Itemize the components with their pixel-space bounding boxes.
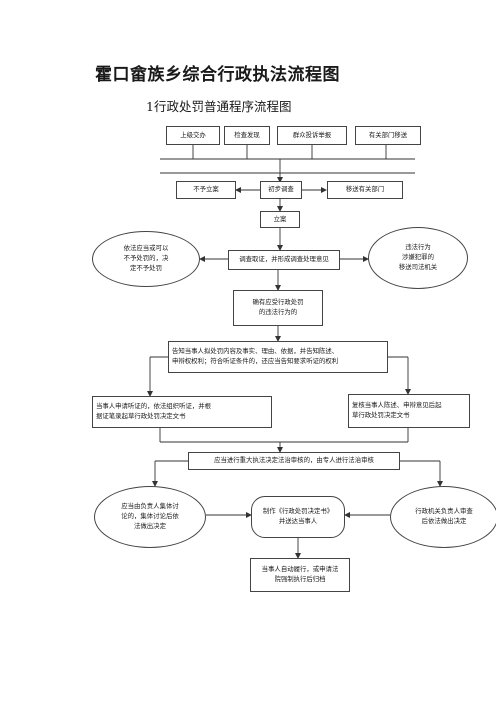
page-title: 霍口畲族乡综合行政执法流程图 xyxy=(95,65,340,85)
source-public-report: 群众投诉举报 xyxy=(277,126,347,145)
source-inspection: 检查发现 xyxy=(224,126,270,145)
transfer-dept-box: 移送有关部门 xyxy=(327,181,403,199)
make-decision-box: 制作《行政处罚决定书》 并送达当事人 xyxy=(251,496,345,538)
ellipse-collective-decision: 应当由负责人集体讨 论的，集体讨论后依 法做出决定 xyxy=(94,486,206,548)
preliminary-box: 初步调查 xyxy=(260,181,302,199)
confirm-violation-box: 确有应受行政处罚 的违法行为的 xyxy=(233,290,323,326)
review-box: 复核当事人陈述、申辩意见后起 草行政处罚决定文书 xyxy=(348,394,470,428)
notify-box: 告知当事人拟处罚内容及事实、理由、依据，并告知陈述、 申辩权权利；符合听证条件的… xyxy=(168,341,388,373)
ellipse-no-penalty: 依法应当或可以 不予处罚的，决 定不予处罚 xyxy=(92,231,200,287)
investigate-box: 调查取证，并形成调查处理意见 xyxy=(228,250,340,270)
source-superior-assignment: 上级交办 xyxy=(166,126,220,145)
ellipse-transfer-judicial: 违法行为 涉嫌犯罪的 移送司法机关 xyxy=(368,227,468,289)
ellipse-head-decision: 行政机关负责人审查 后依法做出决定 xyxy=(390,486,496,548)
page-subtitle: 1行政处罚普通程序流程图 xyxy=(146,99,292,114)
file-case-box: 立案 xyxy=(260,211,300,228)
source-dept-transfer: 有关部门移送 xyxy=(355,126,421,145)
legal-review-box: 应当进行重大执法决定法治审核的，由专人进行法治审核 xyxy=(188,452,400,470)
final-archive-box: 当事人自动履行，或申请法 院强制执行后归档 xyxy=(250,558,350,592)
no-case-box: 不予立案 xyxy=(176,181,236,199)
hearing-box: 当事人申请听证的，依法组织听证，并根 据证笔录起草行政处罚决定文书 xyxy=(92,396,272,428)
